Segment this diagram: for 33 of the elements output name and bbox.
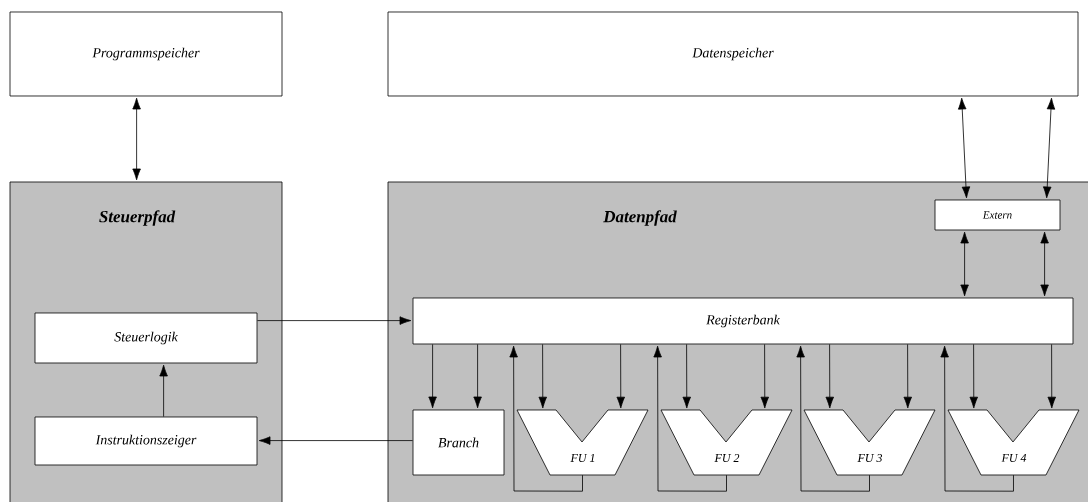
process-box: Extern [934, 199, 1061, 231]
arrow [958, 97, 971, 199]
arrow [682, 344, 691, 409]
arrow [903, 344, 912, 409]
functional-unit: FU 4 [947, 409, 1080, 476]
arrow [1040, 231, 1049, 297]
arrow [825, 344, 834, 409]
arrow [257, 316, 412, 325]
functional-unit: FU 2 [660, 409, 793, 476]
arrow [428, 344, 437, 409]
arrow [538, 344, 547, 409]
arrow [1043, 97, 1056, 199]
arrow [132, 97, 141, 181]
process-box: Programmspeicher [9, 11, 283, 97]
functional-unit: FU 1 [516, 409, 649, 476]
arrow [653, 345, 727, 492]
functional-unit: FU 3 [803, 409, 936, 476]
arrow [960, 231, 969, 297]
process-box: Steuerlogik [34, 312, 258, 364]
arrow [473, 344, 482, 409]
arrow [1047, 344, 1056, 409]
arrow [796, 345, 870, 492]
arrow [969, 344, 978, 409]
arrow [509, 345, 583, 492]
process-box: Registerbank [412, 297, 1074, 345]
arrow [760, 344, 769, 409]
arrow [616, 344, 625, 409]
arrow [159, 364, 168, 417]
process-box: Branch [412, 409, 505, 476]
arrow [258, 436, 413, 445]
process-box: Datenspeicher [387, 11, 1079, 97]
process-box: Instruktionszeiger [34, 416, 258, 466]
arrow [940, 345, 1014, 492]
